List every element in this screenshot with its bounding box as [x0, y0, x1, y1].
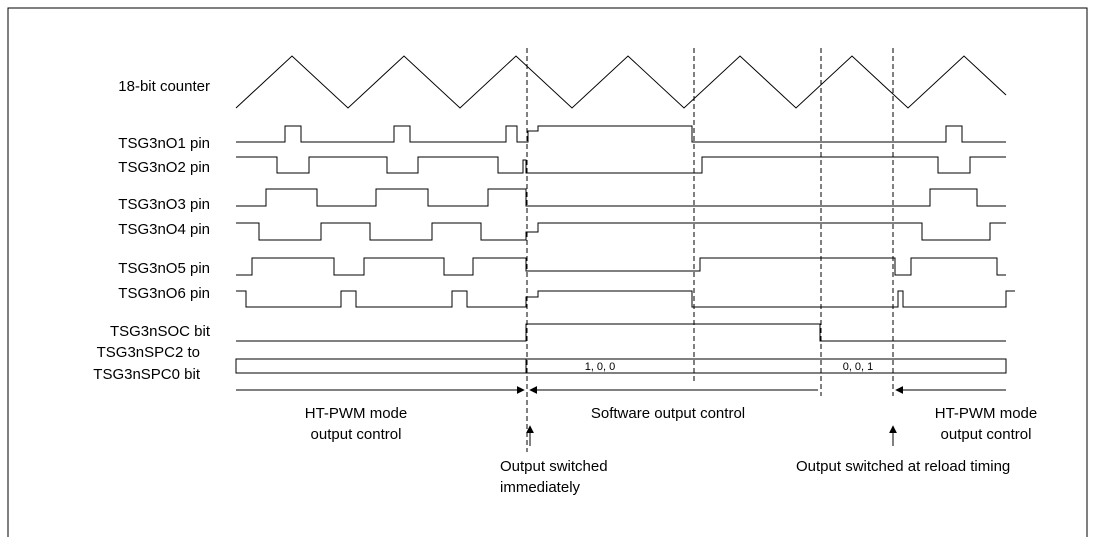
label-tsg3no1-pin: TSG3nO1 pin: [118, 135, 210, 152]
label-tsg3nsoc-bit: TSG3nSOC bit: [110, 323, 211, 340]
label-tsg3nspc-line2: TSG3nSPC0 bit: [93, 366, 201, 383]
annotation-reload: Output switched at reload timing: [796, 458, 1010, 475]
annotation-immediate-line2: immediately: [500, 479, 581, 496]
region-right-line2: output control: [941, 426, 1032, 443]
region-left-line1: HT-PWM mode: [305, 405, 408, 422]
tsg3nsoc-waveform: [236, 323, 1006, 342]
spc-bus-box: [235, 358, 1007, 374]
diagram-frame: [7, 7, 1088, 537]
annotation-immediate-line1: Output switched: [500, 458, 608, 475]
spc-bus-value-2: 0, 0, 1: [843, 361, 874, 373]
tsg3no3-waveform: [236, 188, 1006, 207]
label-tsg3no3-pin: TSG3nO3 pin: [118, 196, 210, 213]
tsg3no6-waveform: [236, 290, 1015, 308]
region-middle: Software output control: [591, 405, 745, 422]
region-left-line2: output control: [311, 426, 402, 443]
tsg3no5-waveform: [236, 257, 1006, 276]
tsg3no2-waveform: [236, 156, 1006, 174]
region-right-line1: HT-PWM mode: [935, 405, 1038, 422]
label-18bit-counter: 18-bit counter: [118, 78, 210, 95]
counter-waveform: [235, 55, 1007, 109]
label-tsg3no5-pin: TSG3nO5 pin: [118, 260, 210, 277]
label-tsg3no4-pin: TSG3nO4 pin: [118, 221, 210, 238]
tsg3no1-waveform: [236, 125, 1006, 143]
label-tsg3no2-pin: TSG3nO2 pin: [118, 159, 210, 176]
label-tsg3nspc-line1: TSG3nSPC2 to: [97, 344, 200, 361]
label-tsg3no6-pin: TSG3nO6 pin: [118, 285, 210, 302]
tsg3no4-waveform: [236, 222, 1006, 241]
spc-bus-value-1: 1, 0, 0: [585, 361, 616, 373]
